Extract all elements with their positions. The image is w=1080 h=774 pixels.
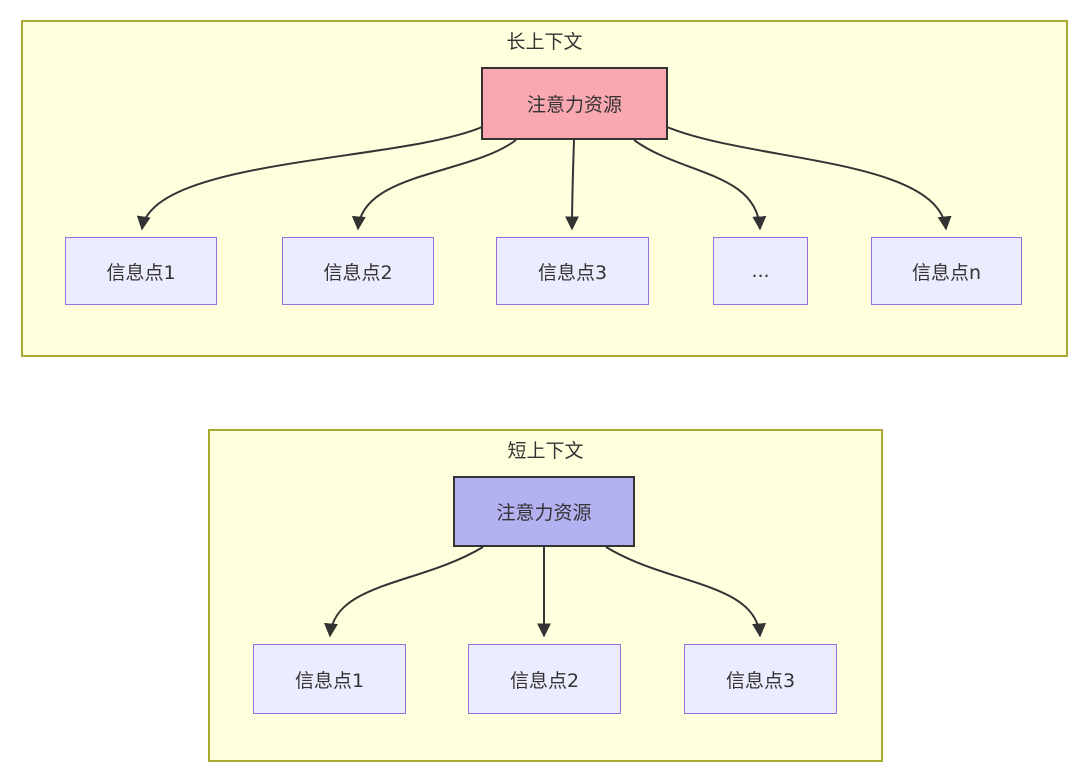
info-point-label: 信息点2 (509, 669, 580, 692)
attention-resource-node-short: 注意力资源 (453, 476, 635, 547)
info-point-node-long-2: 信息点2 (282, 237, 434, 305)
attention-resource-label-long: 注意力资源 (526, 94, 622, 116)
attention-resource-node-long: 注意力资源 (481, 67, 668, 140)
info-point-label: 信息点1 (294, 669, 365, 692)
info-point-node-long-1: 信息点1 (65, 237, 217, 305)
info-point-node-short-1: 信息点1 (253, 644, 406, 714)
info-point-node-long-n: 信息点n (871, 237, 1022, 305)
info-point-node-short-3: 信息点3 (684, 644, 837, 714)
info-point-node-short-2: 信息点2 (468, 644, 621, 714)
short-context-title: 短上下文 (507, 440, 584, 462)
long-context-title: 长上下文 (506, 31, 583, 53)
info-point-label: 信息点1 (106, 261, 176, 284)
info-point-node-long-3: 信息点3 (496, 237, 649, 305)
info-point-label: 信息点3 (725, 669, 796, 692)
info-point-label: ... (751, 260, 770, 282)
info-point-node-long-ellipsis: ... (713, 237, 808, 305)
attention-resource-label-short: 注意力资源 (496, 502, 592, 524)
info-point-label: 信息点n (911, 261, 982, 284)
info-point-label: 信息点3 (537, 261, 608, 284)
info-point-label: 信息点2 (323, 261, 393, 284)
